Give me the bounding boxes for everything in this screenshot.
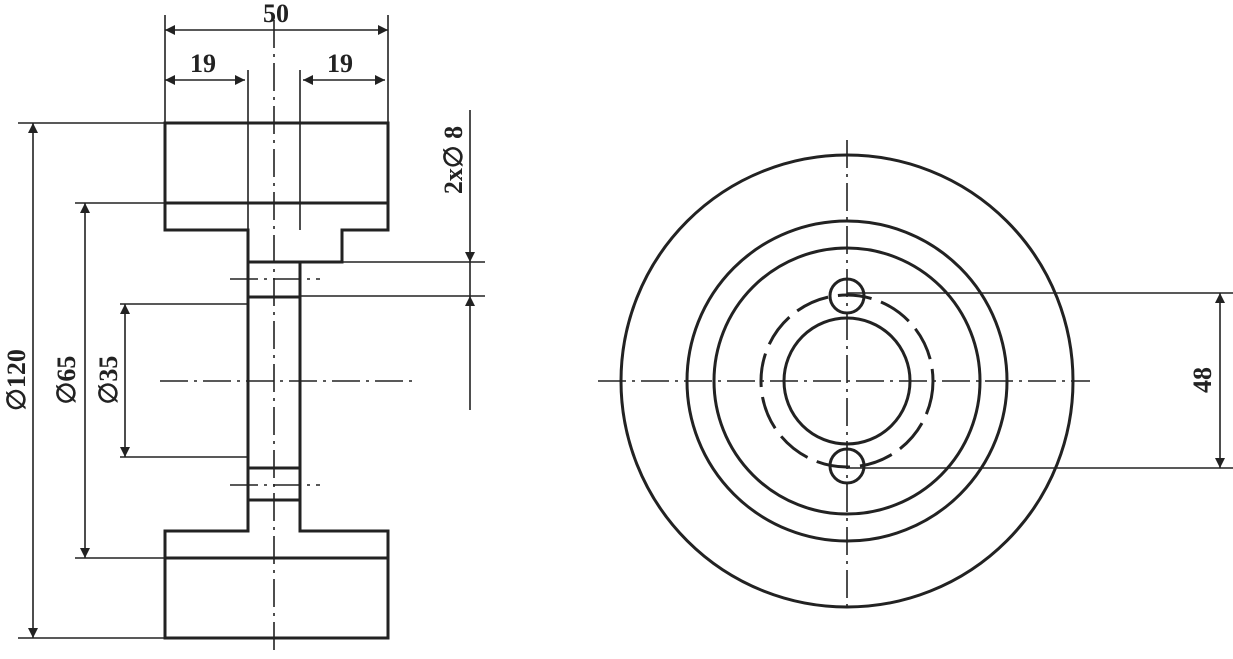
dim-outer-diameter: ∅120 (2, 349, 31, 411)
dim-holes: 2x∅ 8 (439, 126, 468, 194)
dim-width-right: 19 (327, 49, 353, 78)
hub-section-top (163, 201, 390, 264)
grinding-layer-bottom (163, 556, 390, 640)
grinding-layer-top (163, 121, 390, 205)
dim-mid-diameter: ∅65 (52, 356, 81, 405)
dim-width-left: 19 (190, 49, 216, 78)
section-view: 50 19 19 2x∅ 8 ∅120 ∅65 ∅35 (2, 0, 485, 655)
hub-section-bottom (163, 498, 390, 560)
dim-bore-diameter: ∅35 (94, 356, 123, 405)
dim-bolt-circle: 48 (1188, 367, 1217, 393)
end-view: 48 (598, 140, 1233, 612)
dim-width-total: 50 (263, 0, 289, 28)
